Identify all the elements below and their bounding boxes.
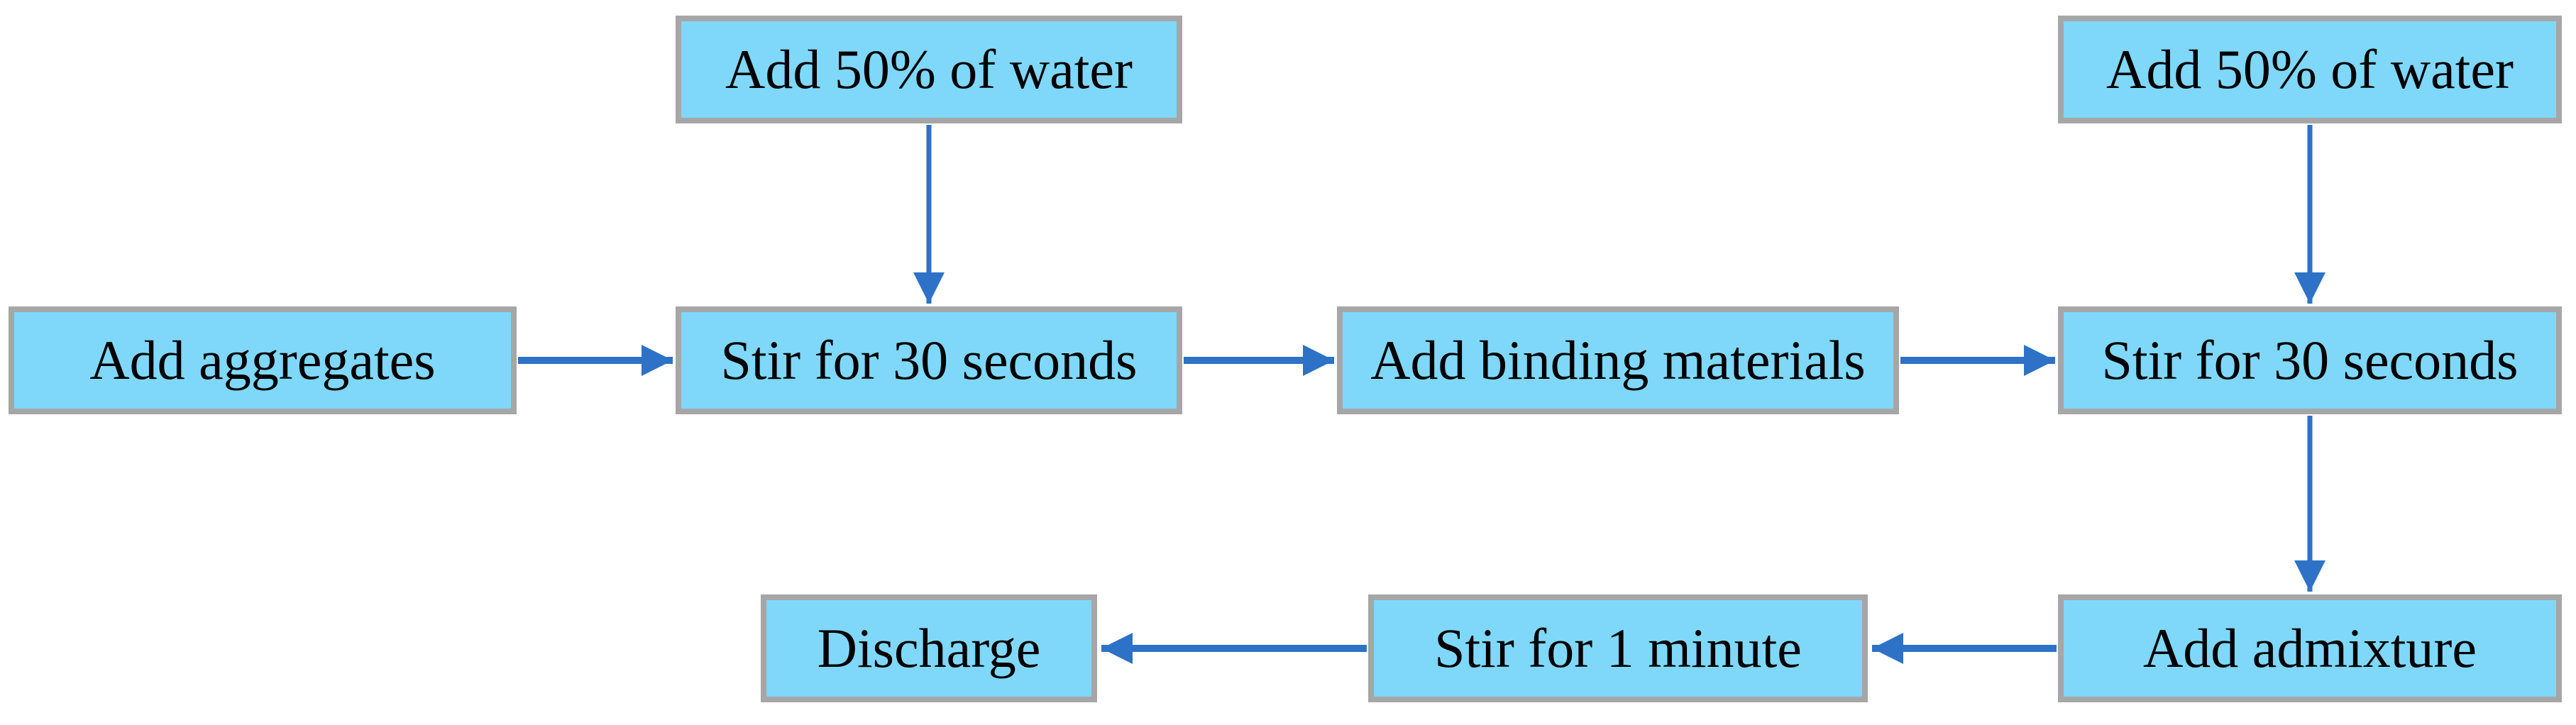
node-stir-30-seconds-second: Stir for 30 seconds [2058, 306, 2562, 414]
node-label: Stir for 1 minute [1434, 617, 1802, 679]
node-label: Stir for 30 seconds [720, 329, 1138, 391]
node-stir-1-minute: Stir for 1 minute [1368, 594, 1868, 702]
node-label: Add 50% of water [725, 38, 1133, 100]
node-label: Stir for 30 seconds [2101, 329, 2519, 391]
node-stir-30-seconds-first: Stir for 30 seconds [676, 306, 1182, 414]
node-add-50-water-top-left: Add 50% of water [676, 16, 1182, 123]
node-label: Add 50% of water [2106, 38, 2514, 100]
node-discharge: Discharge [761, 594, 1097, 702]
node-label: Discharge [817, 617, 1041, 679]
node-add-binding-materials: Add binding materials [1337, 306, 1899, 414]
node-add-aggregates: Add aggregates [9, 306, 517, 414]
node-label: Add binding materials [1370, 329, 1866, 391]
node-add-admixture: Add admixture [2058, 594, 2562, 702]
node-label: Add aggregates [89, 329, 436, 391]
node-add-50-water-top-right: Add 50% of water [2058, 16, 2562, 123]
node-label: Add admixture [2142, 617, 2477, 679]
